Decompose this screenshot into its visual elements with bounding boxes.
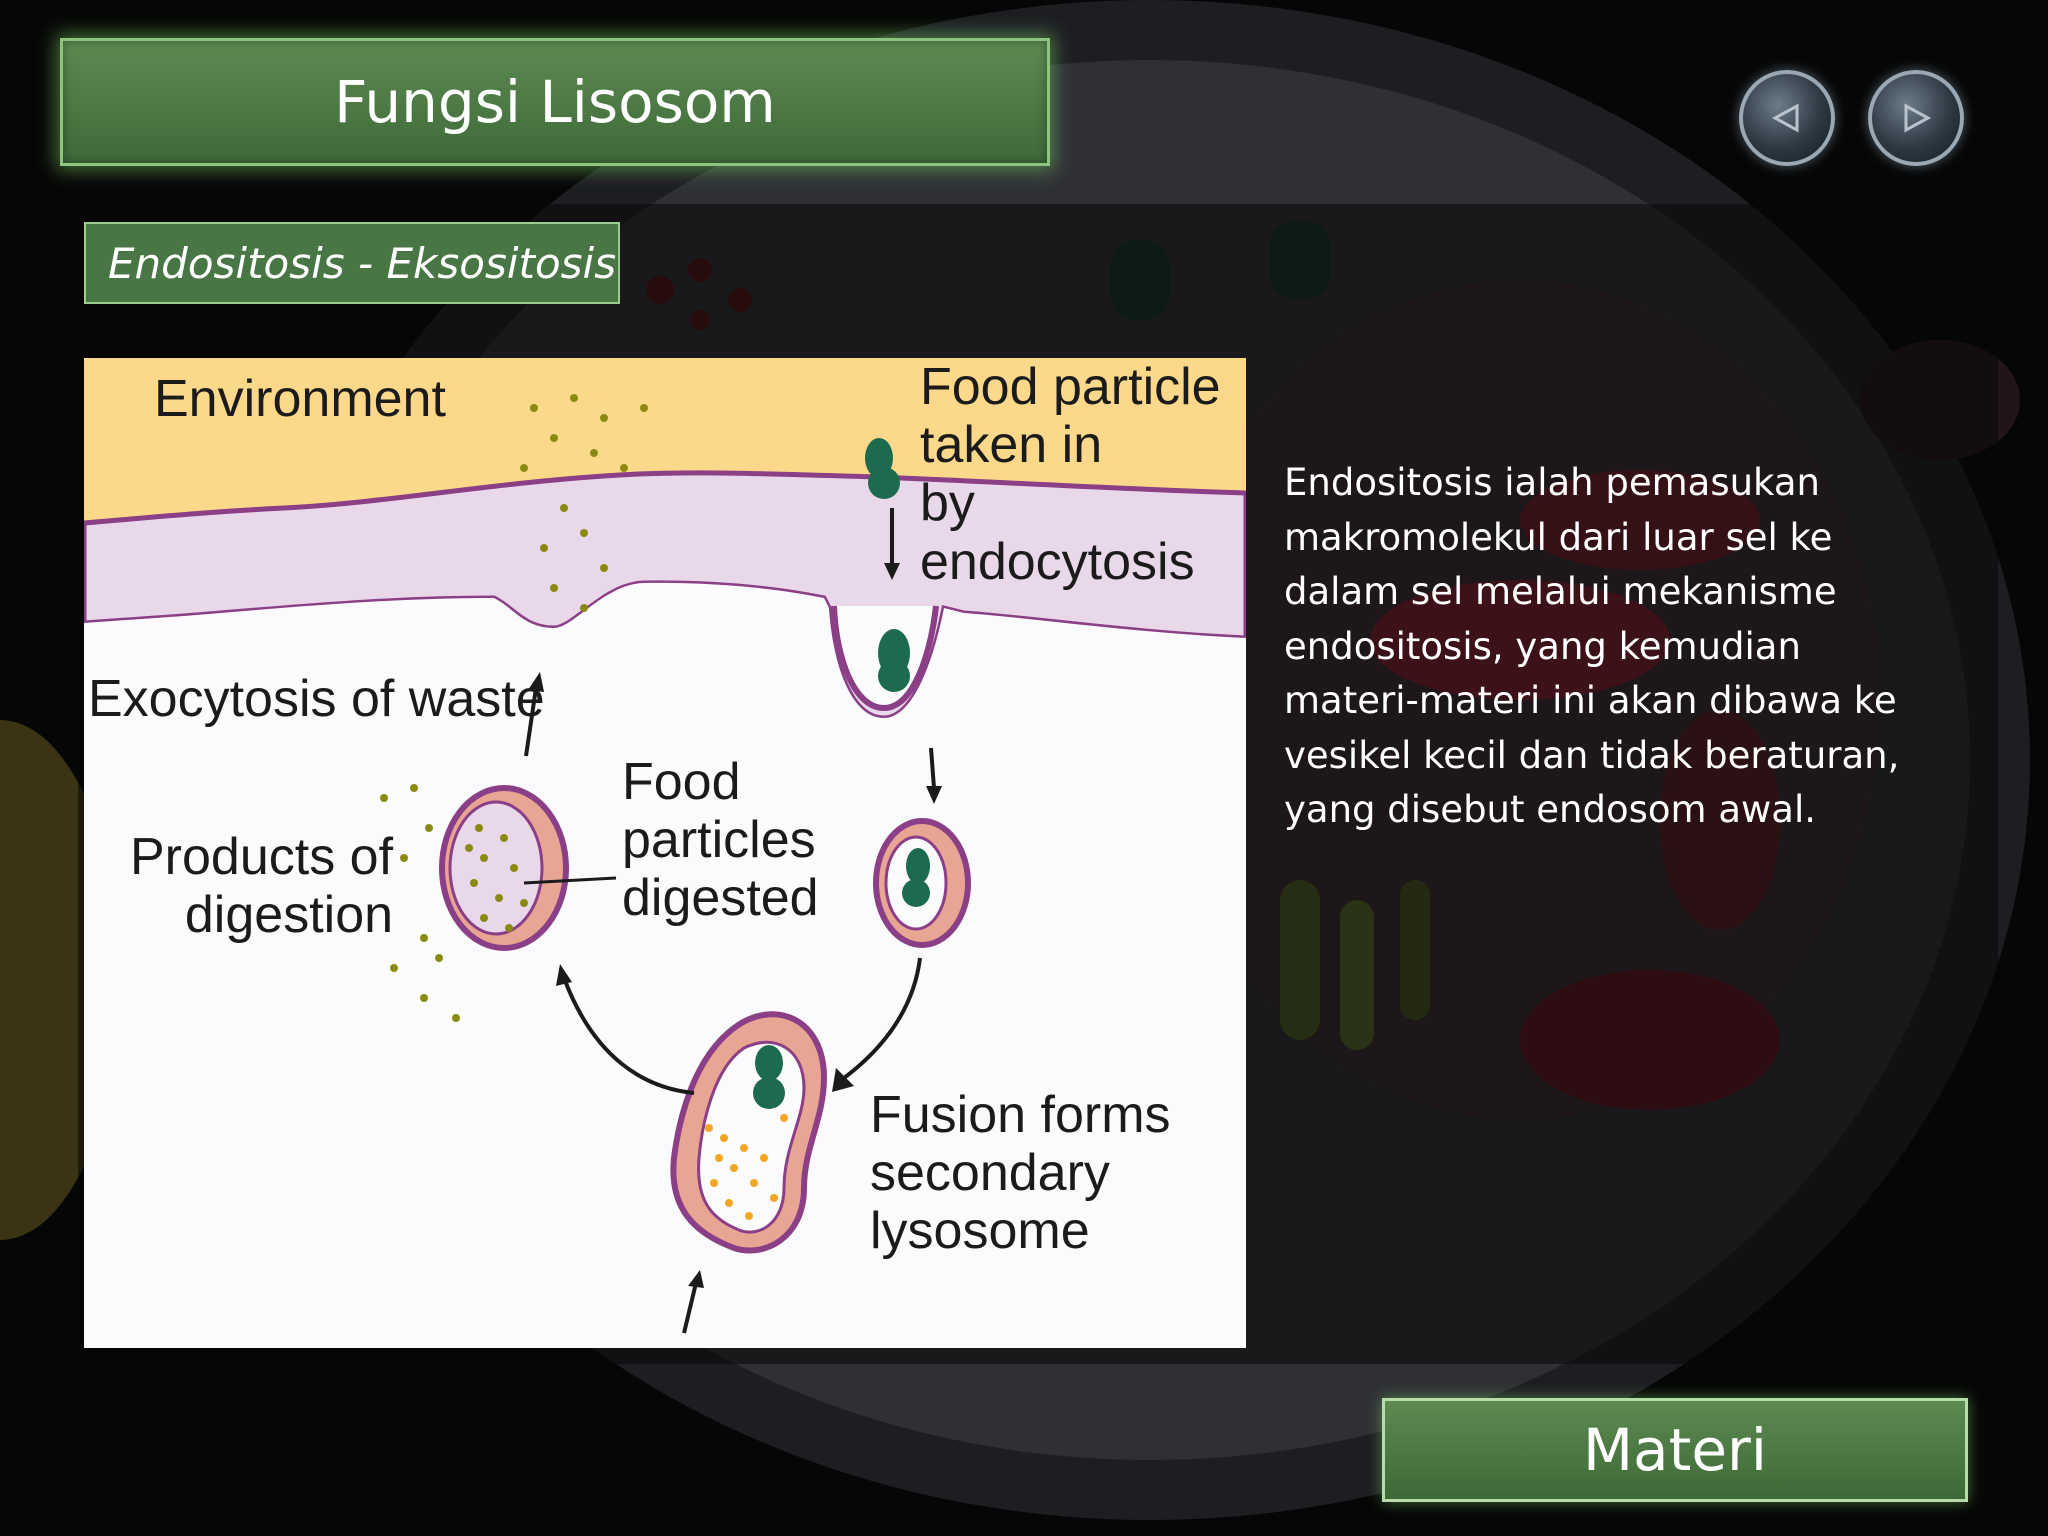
label-exocytosis: Exocytosis of waste (88, 670, 545, 728)
label-fusion-secondary-lysosome: Fusion forms secondary lysosome (870, 1086, 1171, 1261)
endocytosis-diagram: Environment Food particle taken in by en… (84, 358, 1246, 1348)
title-banner: Fungsi Lisosom (60, 38, 1050, 166)
environment-region (84, 358, 1246, 523)
next-slide-button[interactable] (1868, 70, 1964, 166)
cell-interior (84, 582, 1246, 1348)
description-text: Endositosis ialah pemasukan makromolekul… (1284, 461, 1900, 831)
label-environment: Environment (154, 370, 446, 428)
materi-button[interactable]: Materi (1382, 1398, 1968, 1502)
diagram-illustration (84, 358, 1246, 1348)
slide-title: Fungsi Lisosom (334, 68, 776, 136)
label-products-of-digestion: Products of digestion (130, 828, 394, 945)
label-food-particles-digested: Food particles digested (622, 753, 819, 928)
triangle-right-icon (1904, 103, 1932, 133)
label-food-particle: Food particle taken in by endocytosis (920, 358, 1221, 591)
previous-slide-button[interactable] (1739, 70, 1835, 166)
triangle-left-icon (1771, 103, 1799, 133)
section-subtitle: Endositosis - Eksositosis (84, 222, 620, 304)
